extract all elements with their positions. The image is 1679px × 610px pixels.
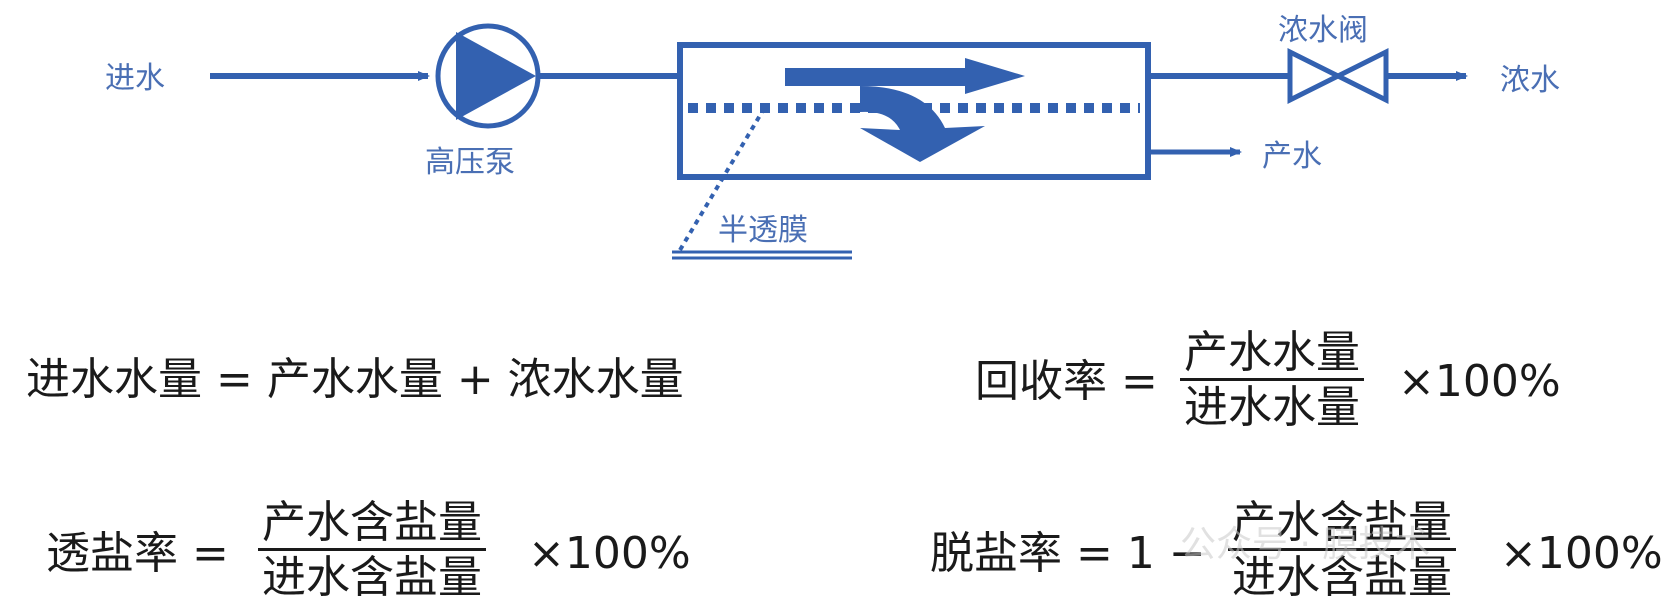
high-pressure-pump-icon <box>435 23 541 129</box>
concentrate-valve-icon <box>1287 47 1389 105</box>
recovery-rate-fraction-bar <box>1180 378 1364 382</box>
recovery-rate-denominator: 进水水量 <box>1184 382 1360 434</box>
salt-passage-denominator: 进水含盐量 <box>262 552 482 604</box>
recovery-rate-numerator: 产水水量 <box>1184 327 1360 378</box>
permeate-flow-arrow <box>860 86 985 162</box>
membrane-label: 半透膜 <box>718 213 808 248</box>
salt-rejection-fraction-bar <box>1228 548 1456 552</box>
salt-passage-fraction-bar <box>258 548 486 552</box>
inlet-label: 进水 <box>105 61 165 96</box>
valve-label: 浓水阀 <box>1278 13 1368 48</box>
salt-rejection-lhs: 脱盐率 = 1 − <box>930 528 1206 579</box>
product-label: 产水 <box>1262 139 1322 174</box>
salt-rejection-fraction: 产水含盐量 进水含盐量 <box>1228 497 1456 604</box>
recovery-rate-fraction: 产水水量 进水水量 <box>1180 327 1364 434</box>
water-balance-formula: 进水水量 = 产水水量 + 浓水水量 <box>26 354 684 405</box>
membrane-pointer-line <box>678 110 764 252</box>
pump-label: 高压泵 <box>425 145 515 180</box>
concentrate-flow-arrow <box>785 58 1025 94</box>
salt-passage-suffix: ×100% <box>528 528 691 579</box>
salt-rejection-denominator: 进水含盐量 <box>1232 552 1452 604</box>
watermark: 公众号 · 膜技术 <box>1180 524 1431 565</box>
salt-passage-lhs: 透盐率 = <box>46 528 229 579</box>
reverse-osmosis-process-diagram: 进水 高压泵 半透膜 浓水阀 浓水 产水 <box>105 13 1560 260</box>
recovery-rate-lhs: 回收率 = <box>975 356 1158 407</box>
salt-rejection-suffix: ×100% <box>1500 528 1663 579</box>
concentrate-label: 浓水 <box>1500 63 1560 98</box>
salt-rejection-numerator: 产水含盐量 <box>1232 497 1452 548</box>
salt-passage-numerator: 产水含盐量 <box>262 497 482 548</box>
recovery-rate-suffix: ×100% <box>1398 356 1561 407</box>
salt-passage-fraction: 产水含盐量 进水含盐量 <box>258 497 486 604</box>
